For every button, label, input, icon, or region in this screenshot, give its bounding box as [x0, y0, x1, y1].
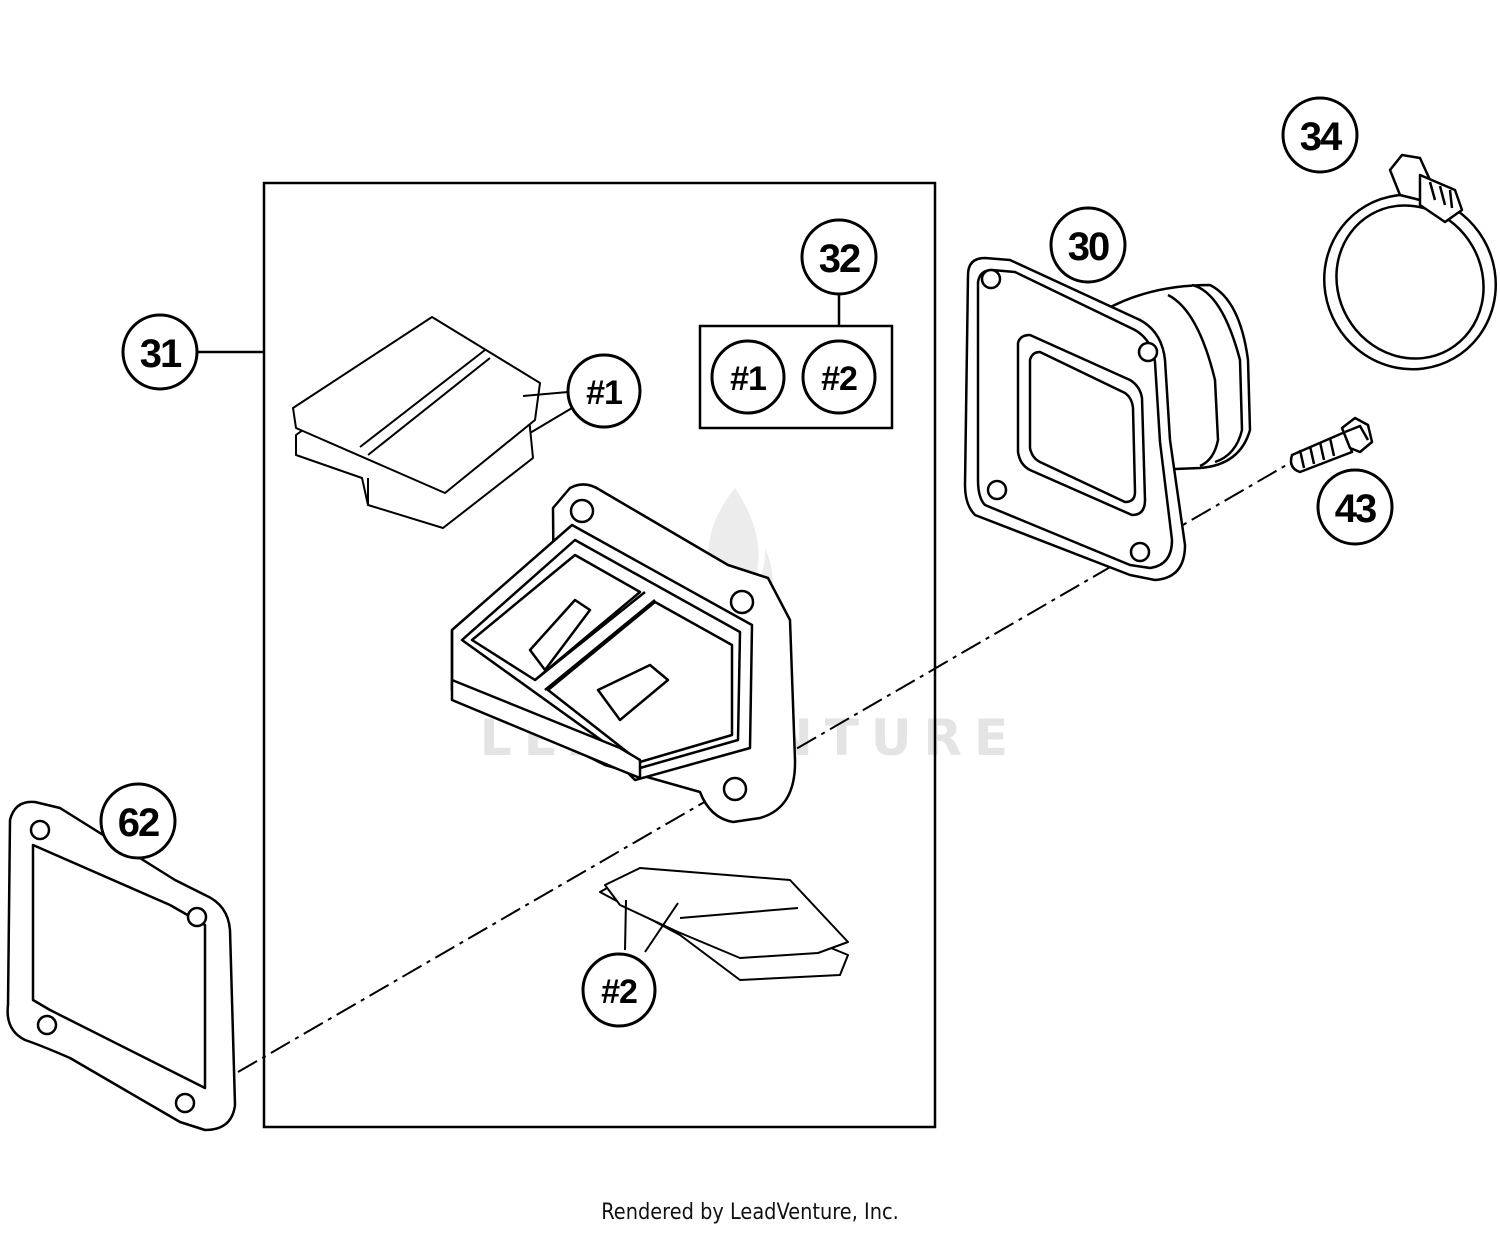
svg-text:#2: #2	[821, 360, 857, 398]
reed-valve-block	[450, 483, 797, 824]
svg-text:30: 30	[1068, 225, 1109, 269]
callout-43: 43	[1316, 468, 1394, 546]
assembly-axis-line	[237, 462, 1291, 1073]
footer-credit: Rendered by LeadVenture, Inc.	[601, 1200, 899, 1225]
svg-text:#2: #2	[601, 973, 637, 1011]
svg-text:34: 34	[1300, 115, 1343, 159]
callout-31: 31	[121, 313, 199, 391]
svg-text:31: 31	[140, 332, 182, 376]
svg-text:43: 43	[1335, 487, 1376, 531]
callout-62: 62	[99, 782, 177, 860]
intake-flange-30	[963, 256, 1252, 582]
callout-34: 34	[1281, 96, 1359, 174]
svg-text:32: 32	[819, 237, 860, 281]
reed-petals-1	[292, 316, 573, 529]
callout-32: 32	[800, 218, 878, 296]
bolt-43	[1289, 416, 1374, 474]
callout-kit-2: #2	[801, 339, 877, 415]
reed-petals-2	[599, 867, 849, 981]
gasket-62	[6, 800, 237, 1132]
callout-30: 30	[1049, 206, 1127, 284]
svg-text:#1: #1	[730, 360, 766, 398]
svg-text:#1: #1	[586, 374, 622, 412]
callout-reed-2: #2	[581, 952, 657, 1028]
svg-text:62: 62	[118, 801, 159, 845]
kit-box-31	[262, 181, 937, 1129]
kit-box-32	[698, 324, 894, 430]
callout-kit-1: #1	[710, 339, 786, 415]
hose-clamp-34	[1322, 153, 1498, 371]
callout-reed-1: #1	[566, 353, 642, 429]
